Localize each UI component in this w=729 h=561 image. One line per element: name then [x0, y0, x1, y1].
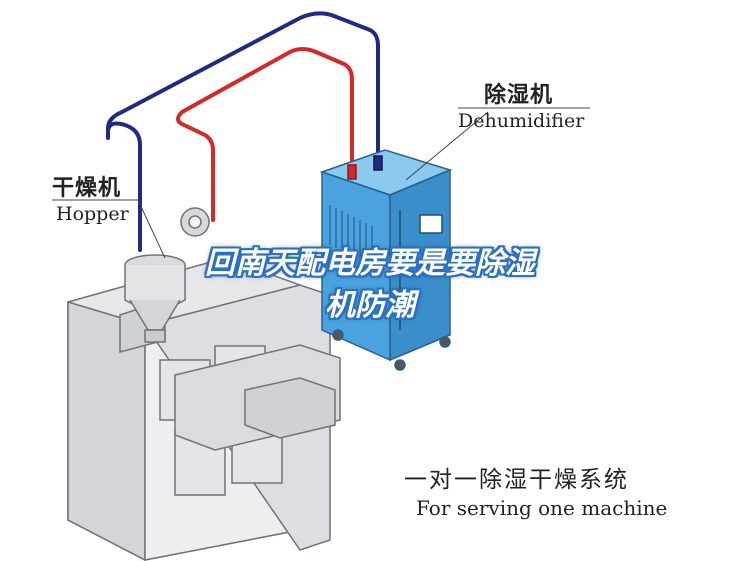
system-caption-cn: 一对一除湿干燥系统 — [404, 467, 629, 493]
overlay-title: 回南天配电房要是要除湿 机防潮 — [120, 243, 620, 327]
dehumidifier-label-cn: 除湿机 — [484, 83, 554, 108]
hopper-label-en: Hopper — [56, 203, 129, 225]
return-pipe — [106, 11, 380, 252]
dehumidifier-cabinet — [319, 149, 453, 371]
hopper-leader — [137, 199, 166, 259]
dehumidifier-label-en: Dehumidifier — [458, 110, 585, 132]
hopper-label-cn: 干燥机 — [52, 176, 122, 201]
dehumidifier-leader — [405, 111, 489, 181]
overlay-title-line-2: 机防潮 — [325, 288, 415, 323]
vent-grille — [329, 205, 373, 266]
overlay-title-line-1: 回南天配电房要是要除湿 — [205, 246, 535, 281]
hopper-dryer — [124, 207, 210, 343]
supply-pipe — [176, 47, 354, 222]
molding-machine — [67, 257, 341, 561]
system-caption-en: For serving one machine — [416, 496, 668, 520]
